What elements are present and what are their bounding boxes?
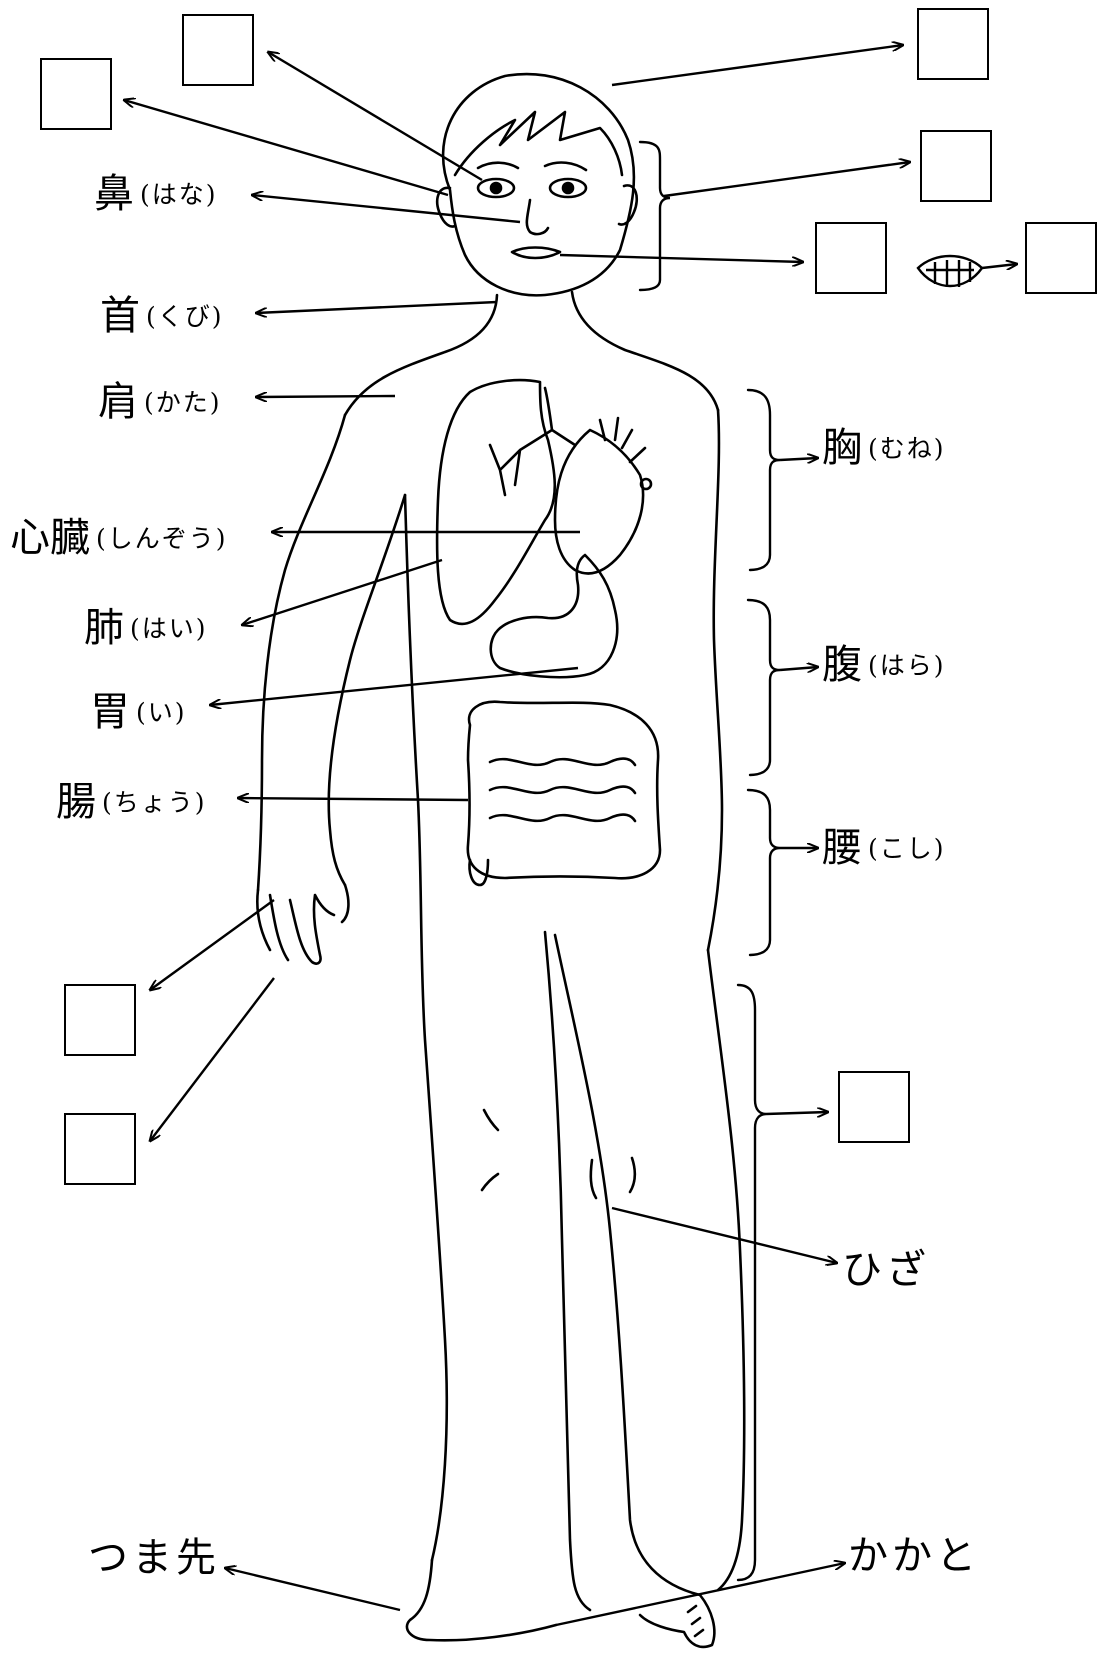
label-knee: ひざ (842, 1250, 930, 1290)
label-neck-reading: (くび) (146, 302, 224, 331)
answer-box-fingers[interactable] (64, 1113, 136, 1185)
brace-face (640, 142, 670, 290)
label-belly-kanji: 腹 (822, 642, 862, 688)
label-shoulder-reading: (かた) (144, 388, 222, 417)
label-waist-kanji: 腰 (822, 825, 862, 871)
brace-belly (748, 600, 780, 775)
label-stomach-reading: (い) (136, 698, 187, 727)
label-intestine-kanji: 腸 (56, 779, 96, 825)
label-stomach: 胃(い) (90, 692, 187, 732)
answer-box-ear[interactable] (40, 58, 112, 130)
answer-box-leg[interactable] (838, 1071, 910, 1143)
arrow-hand-box (150, 900, 274, 990)
brace-waist (748, 790, 780, 955)
label-chest-reading: (むね) (868, 434, 946, 463)
label-heart-kanji: 心臓 (10, 515, 90, 561)
label-chest-kanji: 胸 (822, 425, 862, 471)
label-neck: 首(くび) (100, 296, 224, 336)
arrow-teeth-box (982, 264, 1017, 268)
label-chest: 胸(むね) (822, 428, 946, 468)
label-nose: 鼻(はな) (94, 174, 218, 214)
label-neck-kanji: 首 (100, 293, 140, 339)
arrow-nose (252, 195, 520, 222)
answer-box-teeth[interactable] (1025, 222, 1097, 294)
small-intestine (490, 759, 635, 821)
arrow-neck (256, 302, 497, 313)
arrow-shoulder (256, 396, 395, 397)
arrow-knee (612, 1208, 837, 1263)
answer-box-hair[interactable] (917, 8, 989, 80)
left-hand (257, 885, 348, 964)
label-intestine-reading: (ちょう) (102, 788, 207, 817)
label-nose-kanji: 鼻 (94, 171, 134, 217)
label-belly: 腹(はら) (822, 645, 946, 685)
arrow-toes (225, 1568, 400, 1610)
mouth (512, 248, 560, 259)
label-shoulder-kanji: 肩 (98, 379, 138, 425)
label-lung-kanji: 肺 (84, 605, 124, 651)
heart (555, 430, 643, 574)
arrow-mouth-box (560, 255, 803, 262)
arrow-intestine (238, 798, 468, 800)
arrow-hair-box (612, 45, 903, 85)
label-toes: つま先 (88, 1538, 220, 1578)
teeth-icon (918, 256, 982, 287)
answer-box-face[interactable] (920, 130, 992, 202)
head-outline (443, 74, 634, 295)
answer-box-mouth[interactable] (815, 222, 887, 294)
label-waist-reading: (こし) (868, 834, 946, 863)
label-lung-reading: (はい) (130, 614, 208, 643)
arrow-fingers-box (150, 978, 274, 1141)
arrow-belly (780, 667, 818, 670)
label-stomach-kanji: 胃 (90, 689, 130, 735)
arrow-lung (242, 560, 442, 625)
label-nose-reading: (はな) (140, 180, 218, 209)
label-waist: 腰(こし) (822, 828, 946, 868)
arrow-eye-box (268, 52, 482, 180)
stomach (491, 555, 617, 677)
label-heart-reading: (しんぞう) (96, 524, 228, 553)
label-heart: 心臓(しんぞう) (10, 518, 228, 558)
label-belly-reading: (はら) (868, 651, 946, 680)
arrow-face-box (664, 162, 910, 196)
label-heel: かかと (848, 1536, 980, 1576)
arrow-chest (780, 458, 818, 460)
answer-box-eye[interactable] (182, 14, 254, 86)
label-shoulder: 肩(かた) (98, 382, 222, 422)
arrow-leg-box (766, 1112, 828, 1114)
arrow-heel (556, 1563, 845, 1625)
left-foot (407, 1560, 556, 1640)
answer-box-hand[interactable] (64, 984, 136, 1056)
label-intestine: 腸(ちょう) (56, 782, 207, 822)
right-foot (640, 1595, 714, 1647)
lungs (437, 380, 555, 624)
label-lung: 肺(はい) (84, 608, 208, 648)
brace-chest (748, 390, 780, 570)
